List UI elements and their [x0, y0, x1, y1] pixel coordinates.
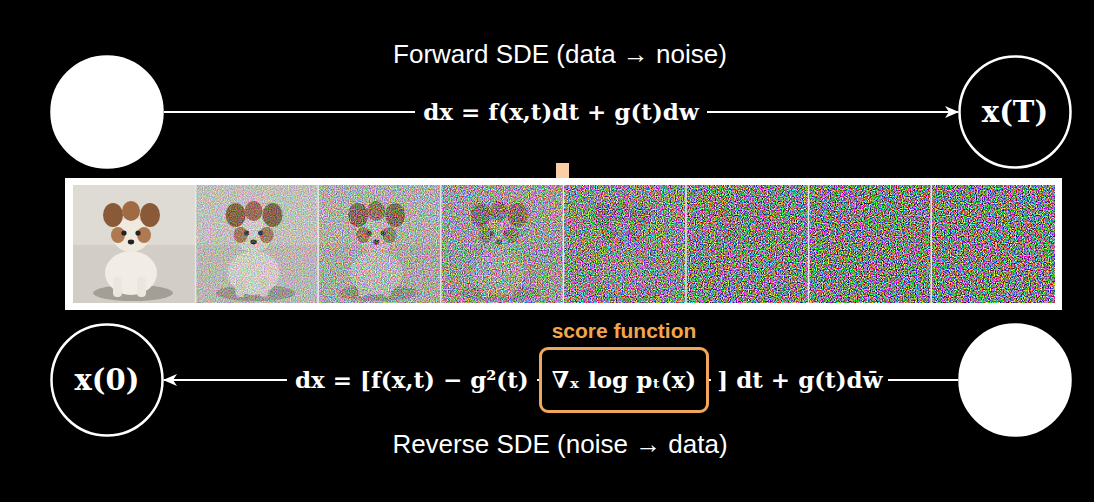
score-formula: ∇ₓ log pₜ(x): [552, 366, 697, 394]
circle-outline: [958, 323, 1072, 437]
node-label: x(T): [982, 95, 1048, 130]
score-box: score function ∇ₓ log pₜ(x): [539, 318, 710, 413]
marker-square: [556, 163, 569, 178]
equation-part: ] dt + g(t)dw̄: [711, 366, 888, 394]
circle-shape: [960, 57, 1071, 168]
start-circle: [50, 55, 164, 169]
equation-label: dx = f(x,t)dt + g(t)dw: [415, 98, 706, 126]
state-circle: x(T): [958, 55, 1072, 169]
noise-panels: [73, 185, 1054, 303]
caption-text: Reverse SDE (noise → data): [386, 429, 733, 460]
score-outline: ∇ₓ log pₜ(x): [539, 347, 710, 413]
state-circle: x(0): [50, 323, 164, 437]
caption-text: Forward SDE (data → noise): [387, 39, 733, 70]
circle-shape: [960, 325, 1071, 436]
node-label: x(0): [75, 363, 140, 398]
circle-outline: [50, 55, 164, 169]
circle-shape: [52, 57, 163, 168]
equation-label: dx = [f(x,t) − g²(t): [287, 366, 537, 394]
score-heading: score function: [552, 318, 697, 343]
circle-shape: [52, 325, 163, 436]
start-circle: [958, 323, 1072, 437]
strip-frame: [65, 178, 1062, 310]
